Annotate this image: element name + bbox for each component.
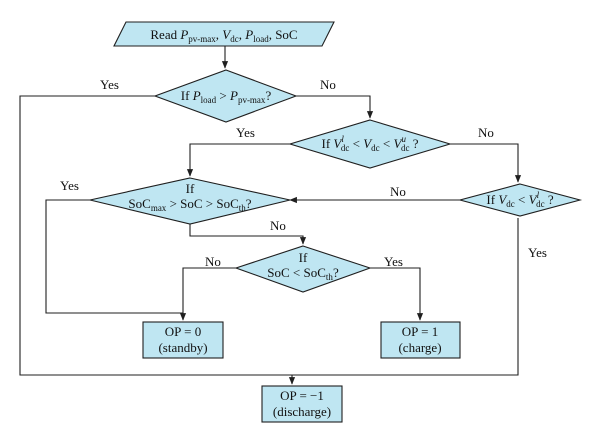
discharge-line1: OP = −1 <box>280 388 324 403</box>
d4-op: < <box>515 192 529 207</box>
connector-d5-yes-to-charge <box>370 267 424 321</box>
d1-var1: P <box>192 88 201 103</box>
connector-d4-yes-to-discharge <box>292 218 519 376</box>
start-parallelogram <box>113 21 335 47</box>
discharge-line2: (discharge) <box>273 404 331 419</box>
d2-var3: V <box>394 136 404 151</box>
connector-d3-no-to-d5 <box>189 224 307 245</box>
start-pre: Read <box>150 27 180 42</box>
d2-sub1: dc <box>341 143 350 153</box>
d4-var2: V <box>529 192 539 207</box>
d5-diamond <box>234 245 372 293</box>
d4-var1: V <box>498 192 508 207</box>
d2-op1: < <box>349 136 363 151</box>
d4-sub2: dc <box>536 199 545 209</box>
d2-pre: If <box>321 136 333 151</box>
start-var3: P <box>244 27 253 42</box>
connector-d1-no-to-d2 <box>296 95 374 119</box>
connector-d3-yes-to-standby <box>45 199 183 314</box>
d2-var2: V <box>363 136 373 151</box>
connectors <box>19 46 522 385</box>
d5-yes-label: Yes <box>384 254 403 269</box>
standby-box <box>142 321 224 359</box>
process-charge: OP = 1 (charge) <box>380 321 461 359</box>
d1-diamond <box>153 69 298 123</box>
d4-sub1: dc <box>506 199 515 209</box>
d3-l2b: max <box>151 203 167 213</box>
d5-l2b: th <box>326 272 334 282</box>
d1-pre: If <box>181 88 193 103</box>
charge-line1: OP = 1 <box>402 324 438 339</box>
start-sub1: pv-max <box>188 34 216 44</box>
d5-no-label: No <box>205 254 221 269</box>
start-sep2: , <box>239 27 246 42</box>
start-var1: P <box>179 27 188 42</box>
d1-text: If Pload > Ppv-max? <box>181 88 272 105</box>
d2-sup3: u <box>401 134 406 144</box>
d4-sup2: l <box>537 190 540 200</box>
d4-pre: If <box>486 192 498 207</box>
d1-var2: P <box>229 88 238 103</box>
d5-l2a: SoC < SoC <box>267 265 326 280</box>
d4-yes-label: Yes <box>528 245 547 260</box>
d1-sub2: pv-max <box>238 95 266 105</box>
d3-l2d: th <box>239 203 247 213</box>
d2-sub2: dc <box>371 143 380 153</box>
d3-l2e: ? <box>246 196 252 211</box>
d4-no-label: No <box>390 184 406 199</box>
d5-l2c: ? <box>333 265 339 280</box>
d1-yes-label: Yes <box>100 77 119 92</box>
decision-d5: If SoC < SoCth? <box>234 245 372 293</box>
d3-diamond <box>89 177 291 225</box>
charge-line2: (charge) <box>398 340 441 355</box>
decision-d3: If SoCmax > SoC > SoCth? <box>89 177 291 225</box>
discharge-box <box>261 385 343 423</box>
charge-box <box>380 321 461 359</box>
standby-line1: OP = 0 <box>165 324 201 339</box>
connector-d2-no-to-d4 <box>450 143 522 183</box>
d3-l2a: SoC <box>128 196 150 211</box>
start-sub3: load <box>253 34 269 44</box>
connector-d5-no-to-standby <box>179 267 236 321</box>
start-sep1: , <box>216 27 223 42</box>
d1-no-label: No <box>320 77 336 92</box>
d2-no-label: No <box>478 125 494 140</box>
start-tail: , SoC <box>269 27 298 42</box>
d1-op: > <box>216 88 230 103</box>
start-node: Read Ppv-max, Vdc, Pload, SoC <box>113 21 335 47</box>
decision-d1: If Pload > Ppv-max? <box>153 69 298 123</box>
d2-yes-label: Yes <box>236 125 255 140</box>
process-discharge: OP = −1 (discharge) <box>261 385 343 423</box>
start-var2: V <box>222 27 232 42</box>
d3-line2: SoCmax > SoC > SoCth? <box>128 196 251 213</box>
d1-tail: ? <box>265 88 271 103</box>
d3-line1: If <box>186 181 195 196</box>
d4-diamond <box>457 183 583 217</box>
d2-sup1: l <box>341 134 344 144</box>
standby-line2: (standby) <box>158 340 207 355</box>
d1-sub1: load <box>201 95 217 105</box>
connector-d1-yes-to-discharge-loop <box>19 95 292 376</box>
start-sub2: dc <box>230 34 239 44</box>
d2-sub3: dc <box>401 143 410 153</box>
d5-line1: If <box>299 250 308 265</box>
d4-tail: ? <box>545 192 554 207</box>
d2-op2: < <box>380 136 394 151</box>
d2-tail: ? <box>409 136 418 151</box>
connector-d2-yes-to-d3 <box>186 143 290 177</box>
branch-labels: Yes No Yes No Yes No No Yes No Yes <box>60 77 547 269</box>
start-text: Read Ppv-max, Vdc, Pload, SoC <box>150 27 297 44</box>
process-standby: OP = 0 (standby) <box>142 321 224 359</box>
d2-var1: V <box>333 136 343 151</box>
d3-yes-label: Yes <box>60 178 79 193</box>
d2-diamond <box>288 119 452 169</box>
d3-l2c: > SoC > SoC <box>166 196 238 211</box>
d5-line2: SoC < SoCth? <box>267 265 339 282</box>
d3-no-label: No <box>270 218 286 233</box>
